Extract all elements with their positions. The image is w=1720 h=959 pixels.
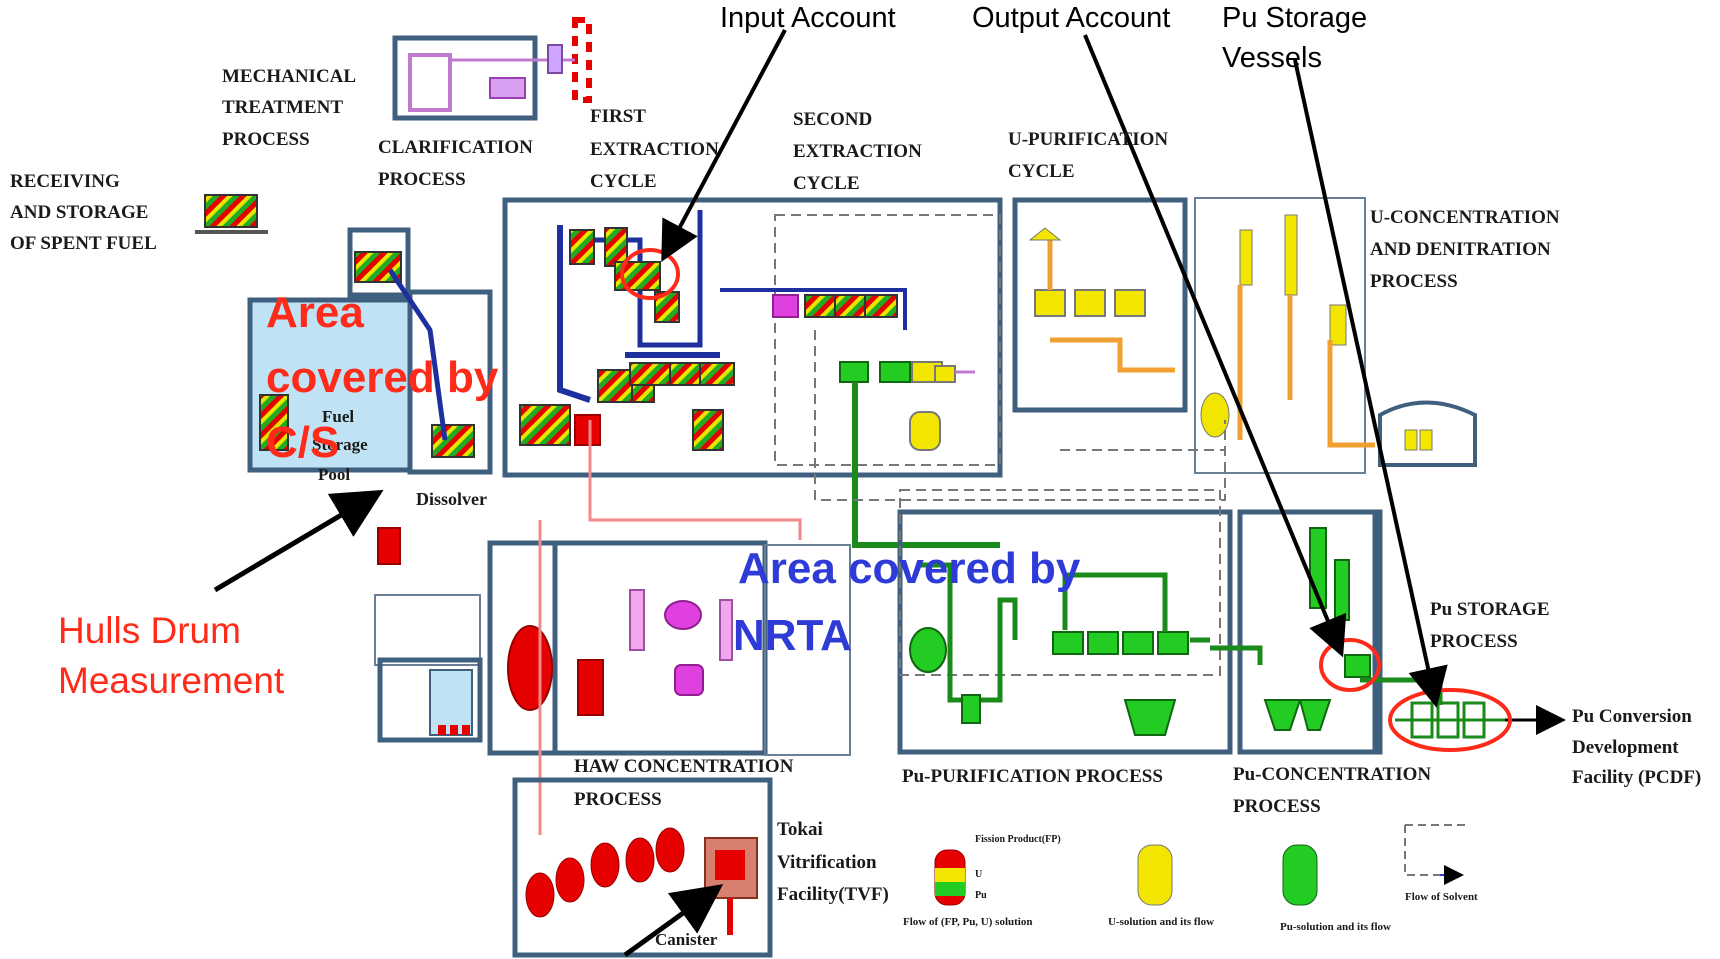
tvf-label-3: Facility(TVF) <box>777 884 889 905</box>
nrta-area-label-1: Area covered by <box>738 544 1081 593</box>
pool-label-3: Pool <box>318 465 350 484</box>
pcdf-label-1: Pu Conversion <box>1572 706 1692 727</box>
legend-fp-line3: Pu <box>975 890 987 901</box>
output-account-arrow <box>1085 35 1340 650</box>
pu-purification-label: Pu-PURIFICATION PROCESS <box>902 766 1163 787</box>
tvf-label-1: Tokai <box>777 819 823 840</box>
legend-solvent-caption: Flow of Solvent <box>1405 891 1478 903</box>
hulls-drum-label-2: Measurement <box>58 660 285 701</box>
second-extraction-label-1: SECOND <box>793 109 872 130</box>
legend-pu-caption: Pu-solution and its flow <box>1280 921 1391 933</box>
pcdf-label-3: Facility (PCDF) <box>1572 767 1701 788</box>
u-concentration-label-1: U-CONCENTRATION <box>1370 207 1560 228</box>
pu-concentration-label-2: PROCESS <box>1233 796 1321 817</box>
u-purification-label-1: U-PURIFICATION <box>1008 129 1168 150</box>
first-extraction-label-2: EXTRACTION <box>590 139 719 160</box>
receiving-label-2: AND STORAGE <box>10 202 148 223</box>
receiving-label-3: OF SPENT FUEL <box>10 233 157 254</box>
mechanical-label-1: MECHANICAL <box>222 66 356 87</box>
pu-storage-process-label-2: PROCESS <box>1430 631 1518 652</box>
legend-fp-line1: Fission Product(FP) <box>975 834 1061 845</box>
mechanical-label-2: TREATMENT <box>222 97 343 118</box>
first-extraction-label-1: FIRST <box>590 106 646 127</box>
second-extraction-label-3: CYCLE <box>793 173 860 194</box>
output-account-label: Output Account <box>972 2 1170 34</box>
hulls-drum-label-1: Hulls Drum <box>58 610 241 651</box>
pu-storage-label-1: Pu Storage <box>1222 2 1367 34</box>
dissolver-label: Dissolver <box>416 489 487 509</box>
second-extraction-label-2: EXTRACTION <box>793 141 922 162</box>
clarification-label-2: PROCESS <box>378 169 466 190</box>
haw-label-1: HAW CONCENTRATION <box>574 756 794 777</box>
cs-area-label-2: covered by <box>266 353 499 402</box>
input-account-label: Input Account <box>720 2 896 34</box>
u-concentration-label-2: AND DENITRATION <box>1370 239 1551 260</box>
legend-u-caption: U-solution and its flow <box>1108 916 1214 928</box>
haw-label-2: PROCESS <box>574 789 662 810</box>
legend-fp-line2: U <box>975 869 982 880</box>
nrta-area-label-2: NRTA <box>733 611 852 660</box>
clarification-label-1: CLARIFICATION <box>378 137 533 158</box>
receiving-label-1: RECEIVING <box>10 171 120 192</box>
first-extraction-label-3: CYCLE <box>590 171 657 192</box>
u-concentration-label-3: PROCESS <box>1370 271 1458 292</box>
pcdf-label-2: Development <box>1572 737 1679 758</box>
tvf-label-2: Vitrification <box>777 852 877 873</box>
canister-label: Canister <box>655 930 718 949</box>
hulls-drum-arrow <box>215 495 375 590</box>
cs-area-label-1: Area <box>266 288 364 337</box>
mechanical-label-3: PROCESS <box>222 129 310 150</box>
pu-storage-vessels <box>1395 703 1505 737</box>
u-purification-label-2: CYCLE <box>1008 161 1075 182</box>
cs-area-label-3: C/S <box>266 418 339 467</box>
pu-concentration-label-1: Pu-CONCENTRATION <box>1233 764 1431 785</box>
legend-fp-caption: Flow of (FP, Pu, U) solution <box>903 916 1032 928</box>
pu-storage-process-label-1: Pu STORAGE <box>1430 599 1550 620</box>
pu-storage-label-2: Vessels <box>1222 42 1322 74</box>
tvf-melters <box>526 828 684 917</box>
